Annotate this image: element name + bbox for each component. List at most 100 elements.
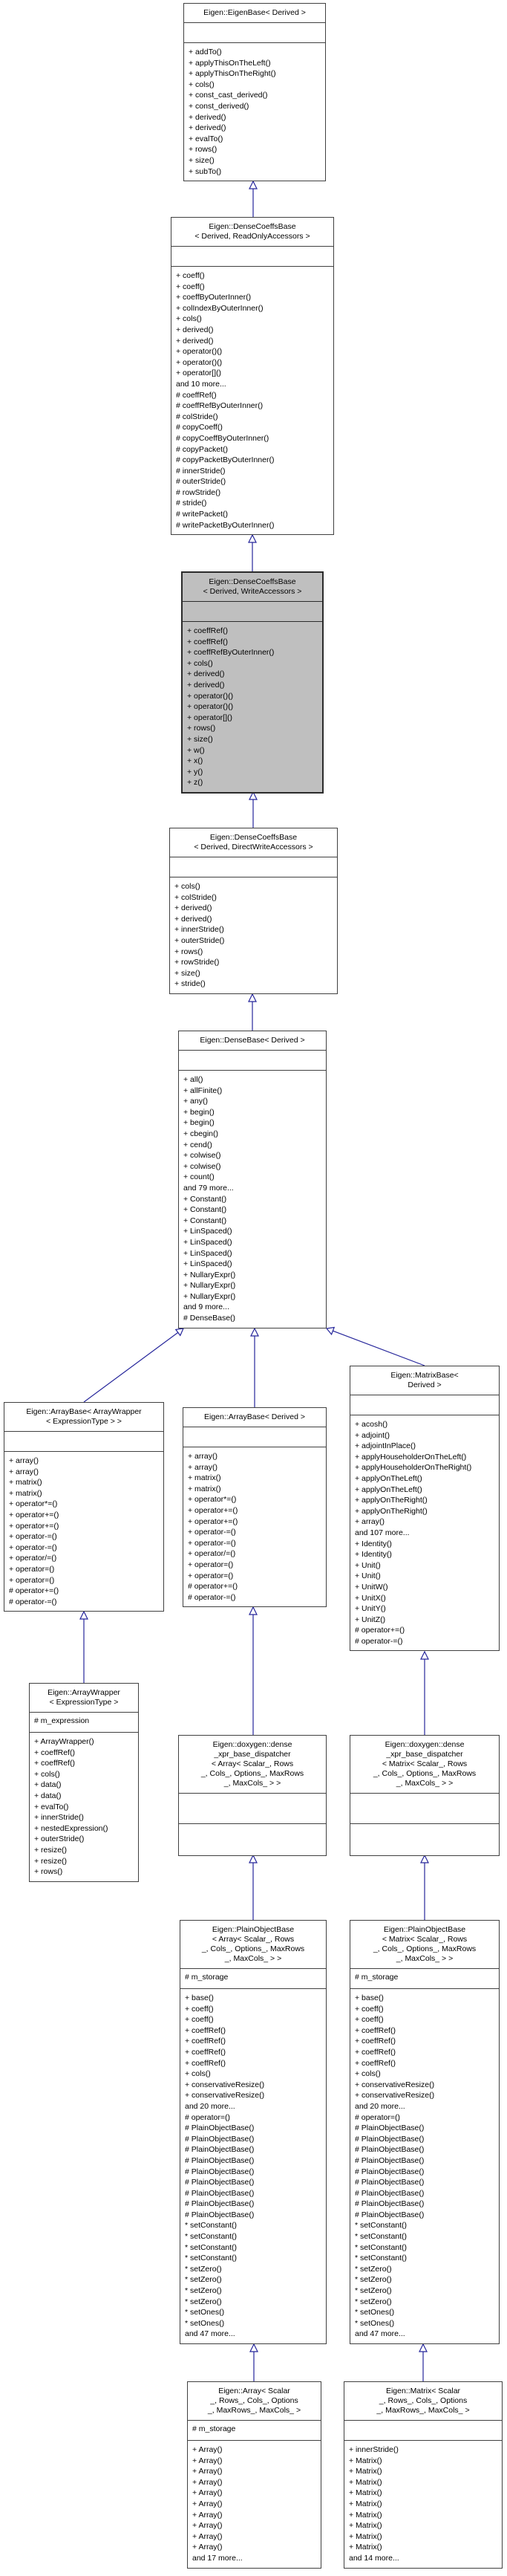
member-line: + Matrix() <box>349 2467 382 2476</box>
class-attributes: # m_storage <box>188 2421 321 2441</box>
member-line: + NullaryExpr() <box>183 1281 236 1291</box>
member-line: + operator/=() <box>9 1554 57 1563</box>
class-title: Eigen::PlainObjectBase < Matrix< Scalar_… <box>350 1921 499 1969</box>
class-box-densecoeffsbase-readonly[interactable]: Eigen::DenseCoeffsBase < Derived, ReadOn… <box>171 217 334 536</box>
member-line: + data() <box>34 1780 62 1790</box>
member-line: + UnitW() <box>355 1582 388 1592</box>
class-attributes: # m_expression <box>30 1713 138 1733</box>
member-line: # coeffRefByOuterInner() <box>176 401 264 411</box>
member-line: * setOnes() <box>355 2318 395 2328</box>
member-line: and 47 more... <box>355 2329 405 2339</box>
member-line: + operator+=() <box>188 1516 238 1526</box>
member-line: + cols() <box>185 2069 211 2079</box>
member-line: + colIndexByOuterInner() <box>176 303 264 313</box>
member-line: # operator-=() <box>188 1592 236 1602</box>
member-line: # copyPacket() <box>176 444 229 454</box>
member-line: + operator-=() <box>188 1538 236 1548</box>
class-box-matrix[interactable]: Eigen::Matrix< Scalar _, Rows_, Cols_, O… <box>344 2381 503 2569</box>
member-line: # copyCoeffByOuterInner() <box>176 433 269 443</box>
member-line: + allFinite() <box>183 1086 223 1095</box>
member-line: and 17 more... <box>192 2553 243 2563</box>
member-line: + LinSpaced() <box>183 1227 232 1236</box>
member-line: * setZero() <box>185 2297 222 2306</box>
class-box-densecoeffsbase-directwrite[interactable]: Eigen::DenseCoeffsBase < Derived, Direct… <box>169 828 338 994</box>
member-line: + begin() <box>183 1118 215 1128</box>
member-line: + nestedExpression() <box>34 1823 108 1833</box>
class-box-arraybase-arraywrapper[interactable]: Eigen::ArrayBase< ArrayWrapper < Express… <box>4 1402 164 1612</box>
class-members: + base()+ coeff()+ coeff()+ coeffRef()+ … <box>180 1989 326 2343</box>
member-line: # copyPacketByOuterInner() <box>176 455 275 465</box>
member-line: * setZero() <box>355 2264 392 2274</box>
class-attributes <box>183 602 322 622</box>
member-line: + subTo() <box>189 166 222 176</box>
member-line: * setZero() <box>185 2286 222 2296</box>
member-line: + resize() <box>34 1856 68 1866</box>
class-title: Eigen::EigenBase< Derived > <box>184 4 325 23</box>
member-line: + Array() <box>192 2477 223 2487</box>
class-members <box>179 1824 326 1855</box>
member-line: + rows() <box>174 947 203 956</box>
class-box-plainobjectbase-matrix[interactable]: Eigen::PlainObjectBase < Matrix< Scalar_… <box>350 1920 500 2344</box>
member-line: # operator+=() <box>9 1586 59 1596</box>
member-line: + coeffRef() <box>355 2037 396 2046</box>
member-line: + derived() <box>176 325 214 334</box>
member-line: + operator*=() <box>188 1495 237 1505</box>
member-line: * setConstant() <box>185 2242 238 2252</box>
class-box-densebase[interactable]: Eigen::DenseBase< Derived > + all()+ all… <box>178 1031 327 1328</box>
member-line: + Unit() <box>355 1560 381 1570</box>
member-line: + Matrix() <box>349 2543 382 2552</box>
class-box-densecoeffsbase-writeaccessors-current[interactable]: Eigen::DenseCoeffsBase < Derived, WriteA… <box>181 571 324 794</box>
inheritance-arrow <box>419 2343 428 2381</box>
class-box-dense-xpr-base-dispatcher-matrix[interactable]: Eigen::doxygen::dense _xpr_base_dispatch… <box>350 1735 500 1856</box>
member-line: # operator+=() <box>355 1626 405 1635</box>
member-line: * setOnes() <box>185 2318 225 2328</box>
class-members: + acosh()+ adjoint()+ adjointInPlace()+ … <box>350 1415 499 1650</box>
member-line: + const_cast_derived() <box>189 91 268 100</box>
member-line: and 20 more... <box>185 2101 235 2111</box>
class-box-dense-xpr-base-dispatcher-array[interactable]: Eigen::doxygen::dense _xpr_base_dispatch… <box>178 1735 327 1856</box>
member-line: + conservativeResize() <box>185 2091 265 2100</box>
member-line: * setZero() <box>355 2297 392 2306</box>
member-line: + array() <box>188 1462 217 1472</box>
member-line: + coeffRef() <box>185 2037 226 2046</box>
member-line: + derived() <box>189 112 226 122</box>
class-attributes <box>350 1395 499 1415</box>
class-box-eigenbase[interactable]: Eigen::EigenBase< Derived > + addTo()+ a… <box>183 3 326 182</box>
member-line: + rows() <box>34 1867 63 1877</box>
member-line: + Array() <box>192 2467 223 2476</box>
member-line: + array() <box>355 1517 385 1527</box>
member-line: # operator=() <box>355 2112 400 2122</box>
member-line: + evalTo() <box>34 1802 69 1811</box>
member-line: * setZero() <box>355 2286 392 2296</box>
class-box-arraybase[interactable]: Eigen::ArrayBase< Derived > + array()+ a… <box>183 1407 327 1608</box>
member-line: # PlainObjectBase() <box>355 2155 425 2165</box>
class-attributes <box>4 1432 163 1452</box>
member-line: # PlainObjectBase() <box>355 2188 425 2198</box>
member-line: + Matrix() <box>349 2510 382 2520</box>
member-line: and 14 more... <box>349 2553 399 2563</box>
class-title: Eigen::ArrayBase< ArrayWrapper < Express… <box>4 1403 163 1432</box>
inheritance-arrow <box>249 1606 258 1735</box>
class-box-arraywrapper[interactable]: Eigen::ArrayWrapper < ExpressionType > #… <box>29 1683 139 1882</box>
class-box-matrixbase[interactable]: Eigen::MatrixBase< Derived > + acosh()+ … <box>350 1366 500 1652</box>
member-line: and 79 more... <box>183 1183 234 1193</box>
member-line: + innerStride() <box>349 2445 399 2454</box>
member-line: # copyCoeff() <box>176 423 223 432</box>
member-line: + resize() <box>34 1845 68 1855</box>
member-line: + Constant() <box>183 1205 227 1215</box>
member-line: + cols() <box>189 80 215 89</box>
member-line: and 47 more... <box>185 2329 235 2339</box>
class-box-plainobjectbase-array[interactable]: Eigen::PlainObjectBase < Array< Scalar_,… <box>180 1920 327 2344</box>
member-line: * setOnes() <box>185 2308 225 2317</box>
member-line: + operator=() <box>188 1571 234 1580</box>
member-line: # PlainObjectBase() <box>185 2155 255 2165</box>
class-box-array[interactable]: Eigen::Array< Scalar _, Rows_, Cols_, Op… <box>187 2381 321 2569</box>
member-line: + innerStride() <box>174 925 224 935</box>
member-line: + z() <box>187 778 203 788</box>
member-line: + operator()() <box>176 357 223 367</box>
member-line: + x() <box>187 756 203 766</box>
member-line: + outerStride() <box>174 935 225 945</box>
class-attributes <box>344 2421 502 2441</box>
member-line: # PlainObjectBase() <box>185 2167 255 2176</box>
member-line: + operator/=() <box>188 1549 236 1559</box>
